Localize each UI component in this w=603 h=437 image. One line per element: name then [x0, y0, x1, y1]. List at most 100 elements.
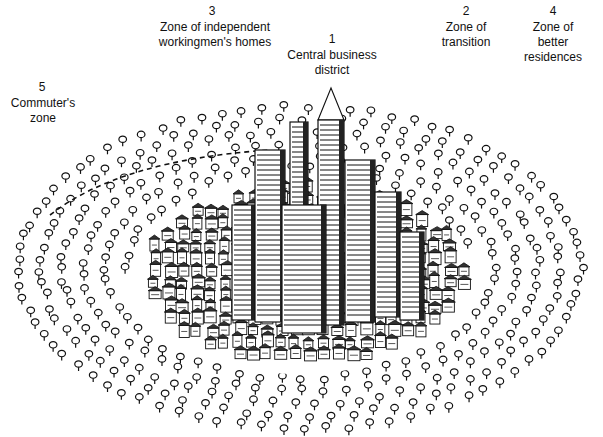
- tree-crown: [457, 226, 465, 232]
- tree-symbol: [101, 165, 109, 175]
- tree-symbol: [467, 376, 475, 386]
- tree-crown: [489, 317, 497, 323]
- tree-symbol: [382, 361, 390, 371]
- tree-symbol: [104, 382, 112, 392]
- tree-symbol: [67, 195, 75, 205]
- tree-symbol: [411, 116, 419, 126]
- tree-symbol: [94, 309, 102, 319]
- house-roof: [416, 211, 429, 215]
- tree-symbol: [391, 404, 399, 414]
- tree-symbol: [402, 358, 410, 368]
- tree-symbol: [407, 190, 415, 200]
- tree-crown: [487, 238, 495, 244]
- house-window: [164, 257, 171, 258]
- tree-symbol: [33, 208, 41, 218]
- tree-crown: [135, 364, 143, 370]
- tree-crown: [58, 264, 66, 270]
- tree-symbol: [50, 185, 58, 195]
- tree-symbol: [267, 128, 275, 138]
- tree-crown: [536, 257, 544, 263]
- house-window: [164, 235, 171, 236]
- tree-symbol: [490, 208, 498, 218]
- tree-symbol: [75, 215, 83, 225]
- tree-crown: [532, 328, 540, 334]
- house-symbol: [161, 227, 174, 240]
- tree-crown: [38, 279, 46, 285]
- house-roof: [217, 205, 229, 209]
- house-roof: [206, 263, 218, 267]
- tree-symbol: [252, 384, 260, 394]
- house-window: [153, 270, 159, 271]
- tree-crown: [526, 235, 534, 241]
- tree-symbol: [446, 126, 454, 136]
- tree-crown: [50, 185, 58, 191]
- tree-crown: [481, 348, 489, 354]
- house-roof: [175, 299, 189, 303]
- tree-symbol: [356, 398, 364, 408]
- tree-symbol: [225, 132, 233, 142]
- tree-crown: [452, 331, 460, 337]
- house-symbol: [400, 200, 413, 216]
- tree-crown: [27, 307, 35, 313]
- tree-symbol: [94, 222, 102, 232]
- tree-crown: [525, 193, 533, 199]
- tree-crown: [576, 252, 584, 258]
- tree-symbol: [465, 392, 473, 402]
- house-roof: [233, 190, 244, 194]
- tree-symbol: [456, 149, 464, 159]
- house-symbol: [149, 235, 160, 251]
- tree-symbol: [311, 400, 319, 410]
- tree-symbol: [144, 385, 152, 395]
- house-window: [447, 282, 454, 283]
- tree-symbol: [417, 349, 425, 359]
- tree-crown: [101, 276, 109, 282]
- tree-symbol: [40, 331, 48, 341]
- tree-symbol: [172, 164, 180, 174]
- house-roof: [458, 263, 470, 267]
- tree-symbol: [279, 373, 287, 383]
- tree-crown: [141, 347, 149, 353]
- house-roof: [441, 298, 455, 302]
- house-roof: [147, 275, 158, 279]
- tree-symbol: [144, 336, 152, 346]
- house-wall: [192, 233, 201, 241]
- tree-crown: [185, 142, 193, 148]
- tree-crown: [51, 315, 59, 321]
- tree-crown: [574, 276, 582, 282]
- tree-symbol: [498, 306, 506, 316]
- tree-symbol: [102, 321, 110, 331]
- tree-crown: [311, 400, 319, 406]
- tree-symbol: [136, 394, 144, 404]
- tree-crown: [102, 321, 110, 327]
- tree-crown: [94, 309, 102, 315]
- tree-crown: [456, 149, 464, 155]
- tree-symbol: [232, 380, 240, 390]
- tree-symbol: [449, 159, 457, 169]
- house-window: [388, 319, 394, 320]
- tree-symbol: [35, 269, 43, 279]
- tree-symbol: [27, 307, 35, 317]
- tree-crown: [449, 159, 457, 165]
- tree-crown: [507, 347, 515, 353]
- tree-crown: [26, 222, 34, 228]
- tree-crown: [439, 356, 447, 362]
- house-roof: [179, 225, 191, 229]
- tree-crown: [402, 358, 410, 364]
- tree-symbol: [20, 230, 28, 240]
- tree-symbol: [511, 255, 519, 265]
- tree-crown: [446, 126, 454, 132]
- tree-symbol: [177, 353, 185, 363]
- tree-crown: [447, 384, 455, 390]
- tree-crown: [91, 191, 99, 197]
- tree-crown: [195, 413, 203, 419]
- house-window: [195, 211, 201, 212]
- tree-symbol: [301, 426, 309, 436]
- house-roof: [164, 308, 177, 312]
- tree-symbol: [127, 375, 135, 385]
- tree-symbol: [417, 384, 425, 394]
- tree-symbol: [46, 306, 54, 316]
- tree-crown: [555, 204, 563, 210]
- tree-symbol: [70, 229, 78, 239]
- house-window: [195, 223, 200, 224]
- tree-crown: [36, 257, 44, 263]
